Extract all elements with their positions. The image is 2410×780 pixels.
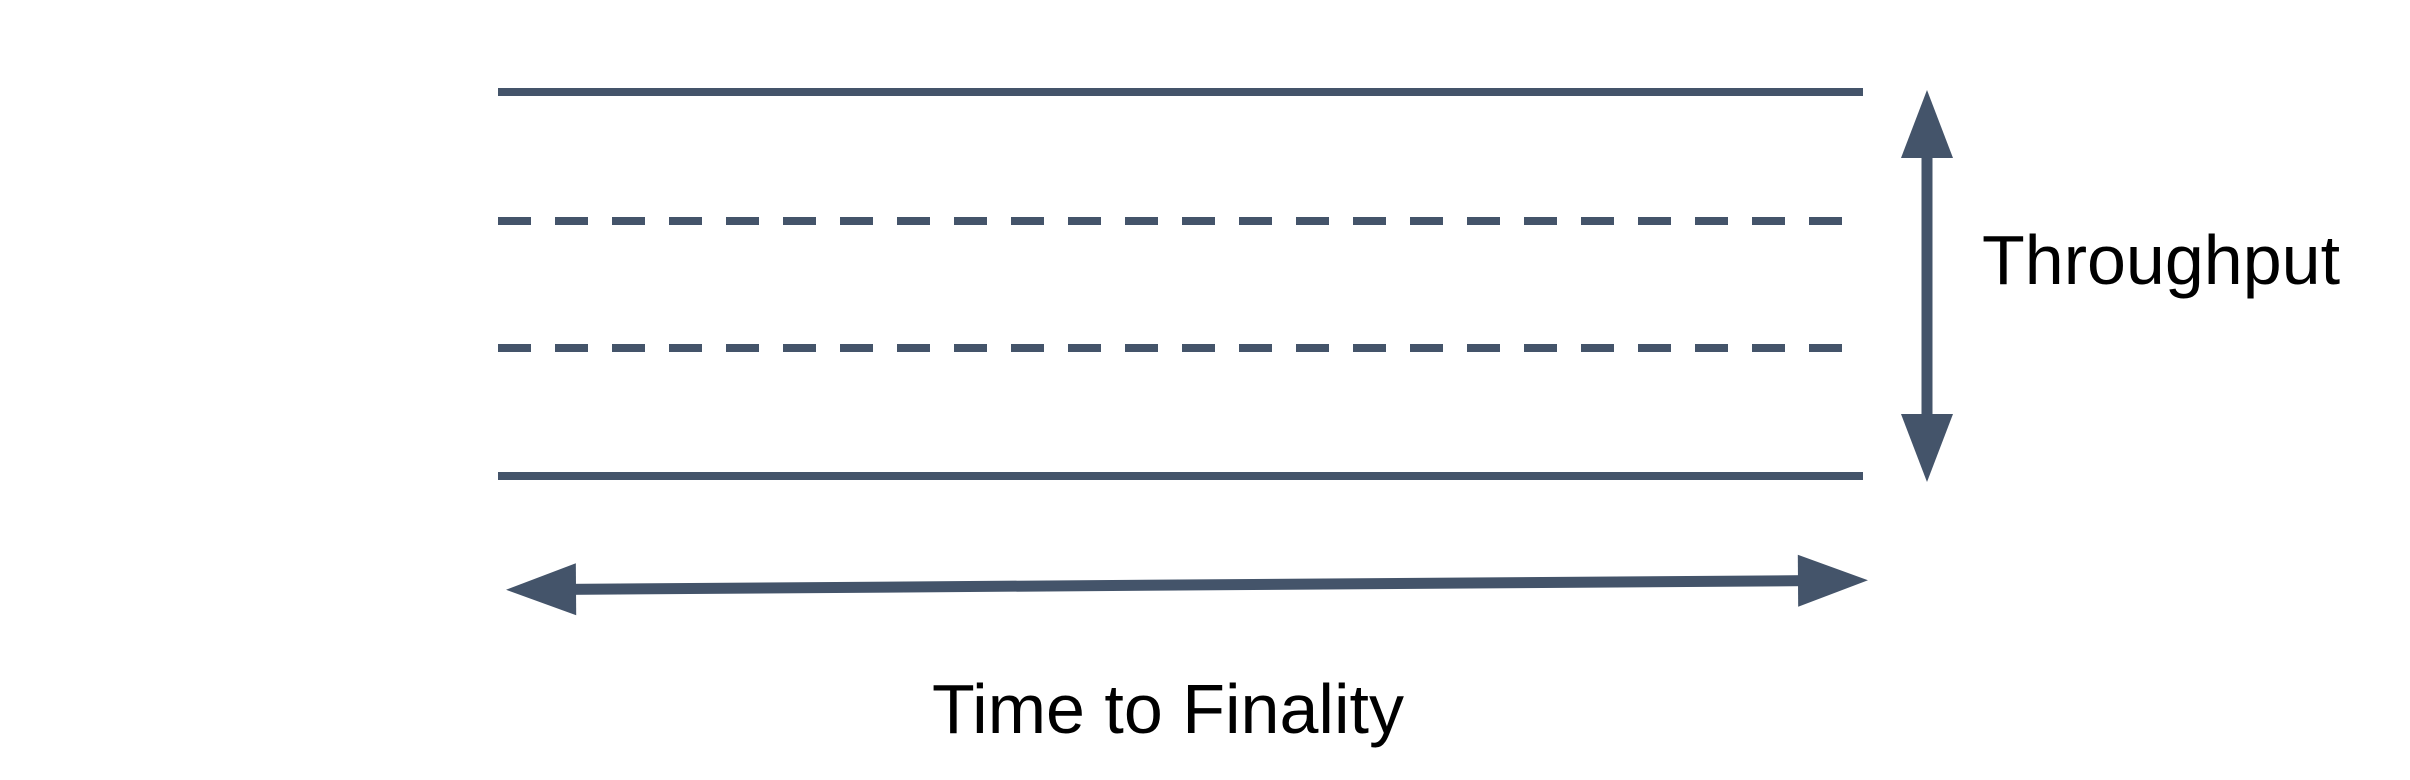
arrow-down-head — [1901, 414, 1953, 482]
arrow-shaft — [567, 575, 1807, 595]
arrow-right-head — [1797, 554, 1868, 607]
arrow-left-head — [506, 563, 577, 616]
lane-line-3-dashed — [498, 344, 1863, 352]
lane-line-4-solid — [498, 472, 1863, 480]
arrow-up-head — [1901, 90, 1953, 158]
throughput-label: Throughput — [1982, 221, 2341, 299]
lane-line-1-solid — [498, 88, 1863, 96]
arrow-shaft — [1921, 150, 1933, 422]
throughput-double-arrow-icon — [1901, 90, 1953, 482]
lane-line-2-dashed — [498, 217, 1863, 225]
time-to-finality-double-arrow-icon — [506, 554, 1868, 616]
time-to-finality-label: Time to Finality — [932, 670, 1404, 748]
